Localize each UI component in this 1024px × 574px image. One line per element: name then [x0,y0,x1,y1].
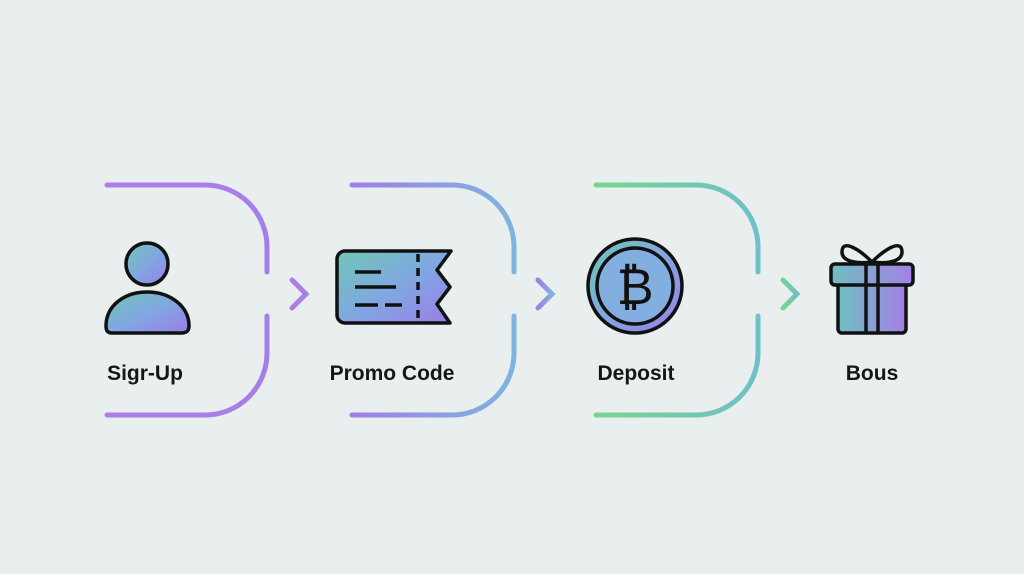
connector-signup [104,182,310,418]
gift-icon [829,244,915,335]
connector-deposit [593,182,801,418]
step-label-signup: Sigr-Up [107,362,183,385]
step-label-promo-code: Promo Code [329,362,455,385]
bitcoin-icon: ₿ [586,237,684,335]
ticket-icon [335,249,453,325]
step-label-bonus: Bous [845,362,899,385]
svg-text:₿: ₿ [616,259,653,315]
user-icon [104,241,191,335]
connector-promo [349,182,556,418]
step-label-deposit: Deposit [597,362,675,385]
